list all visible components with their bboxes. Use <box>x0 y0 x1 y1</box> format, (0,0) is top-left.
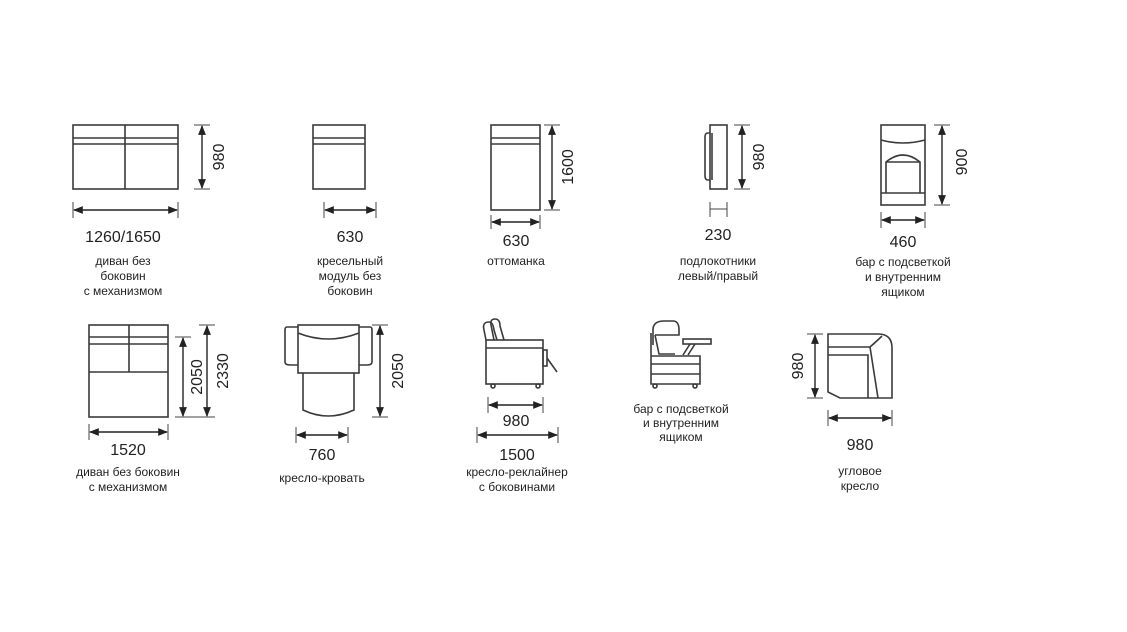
module-bar-front: 900 460 бар с подсветкой и внутренним ящ… <box>855 124 971 299</box>
total-height-label: 2330 <box>215 353 232 389</box>
reclined-length-dimension-arrow <box>476 427 559 443</box>
module-armrests: 980 230 подлокотники левый/правый <box>678 124 768 283</box>
total-height-dimension-arrow <box>199 324 215 417</box>
caption-line: левый/правый <box>678 269 758 283</box>
width-label: 630 <box>503 233 530 250</box>
width-label: 1260/1650 <box>85 229 161 246</box>
inner-height-label: 2050 <box>189 359 206 395</box>
caption-line: диван без <box>95 254 151 268</box>
module-corner-chair: 980 980 угловое кресло <box>790 333 893 493</box>
width-label: 230 <box>705 227 732 244</box>
height-dimension-arrow <box>544 124 560 211</box>
armchair-module-drawing <box>312 124 366 190</box>
sofa-top-view-drawing <box>72 124 179 190</box>
seat-depth-label: 980 <box>503 413 530 430</box>
width-dimension-marker <box>709 202 728 217</box>
caption-line: бар с подсветкой <box>633 402 728 416</box>
armrest-drawing <box>704 124 728 190</box>
caption-line: с механизмом <box>84 284 163 298</box>
caption-line: боковин <box>100 269 145 283</box>
recliner-side-drawing <box>482 318 558 389</box>
corner-chair-drawing <box>827 333 893 399</box>
caption-line: кресло <box>841 479 880 493</box>
height-label: 1600 <box>560 149 577 185</box>
module-recliner: 980 1500 кресло-реклайнер с боковинами <box>466 318 568 494</box>
caption-line: подлокотники <box>680 254 756 268</box>
width-dimension-arrow <box>880 212 926 228</box>
caption-line: боковин <box>327 284 372 298</box>
caption-line: модуль без <box>319 269 382 283</box>
width-label: 460 <box>890 234 917 251</box>
module-sofa-with-mechanism: 980 1260/1650 диван без боковин с механи… <box>72 124 228 298</box>
caption-line: кресло-кровать <box>279 471 364 485</box>
width-dimension-arrow <box>72 202 179 218</box>
width-label: 1520 <box>110 442 146 459</box>
height-label: 980 <box>751 144 768 171</box>
inner-height-dimension-arrow <box>175 336 215 418</box>
caption-line: ящиком <box>659 430 702 444</box>
reclined-length-label: 1500 <box>499 447 535 464</box>
caption-line: ящиком <box>881 285 924 299</box>
caption-line: кресельный <box>317 254 383 268</box>
width-label: 760 <box>309 447 336 464</box>
sofa-bed-drawing <box>88 324 169 418</box>
armchair-bed-drawing <box>284 324 373 417</box>
seat-depth-dimension-arrow <box>487 397 544 413</box>
width-dimension-arrow <box>295 427 349 443</box>
caption-line: угловое <box>838 464 882 478</box>
caption-line: и внутренним <box>865 270 941 284</box>
bar-side-drawing <box>650 320 712 389</box>
caption-line: диван без боковин <box>76 465 180 479</box>
module-ottoman: 1600 630 оттоманка <box>487 124 577 268</box>
width-dimension-arrow <box>323 202 377 218</box>
module-bar-side: бар с подсветкой и внутренним ящиком <box>633 320 729 444</box>
height-label: 980 <box>211 144 228 171</box>
width-dimension-arrow <box>490 215 541 229</box>
caption-line: и внутренним <box>643 416 719 430</box>
caption-line: с боковинами <box>479 480 555 494</box>
height-dimension-arrow <box>934 124 950 206</box>
bar-front-drawing <box>880 124 926 206</box>
width-label: 630 <box>337 229 364 246</box>
width-label: 980 <box>847 437 874 454</box>
module-armchair-bed: 2050 760 кресло-кровать <box>279 324 407 485</box>
caption-line: с механизмом <box>89 480 168 494</box>
caption-line: оттоманка <box>487 254 545 268</box>
width-dimension-arrow <box>827 410 893 426</box>
height-label: 2050 <box>390 353 407 389</box>
caption-line: бар с подсветкой <box>855 255 950 269</box>
height-dimension-arrow <box>194 124 210 190</box>
module-sofa-bed-unfolded: 2050 2330 1520 диван без боковин с механ… <box>76 324 232 494</box>
depth-label: 980 <box>790 353 807 380</box>
height-dimension-arrow <box>372 324 388 418</box>
height-label: 900 <box>954 149 971 176</box>
caption-line: кресло-реклайнер <box>466 465 568 479</box>
depth-dimension-arrow <box>807 333 823 399</box>
module-armchair-no-armrests: 630 кресельный модуль без боковин <box>312 124 383 298</box>
ottoman-drawing <box>490 124 541 211</box>
height-dimension-arrow <box>734 124 750 190</box>
width-dimension-arrow <box>88 424 169 440</box>
